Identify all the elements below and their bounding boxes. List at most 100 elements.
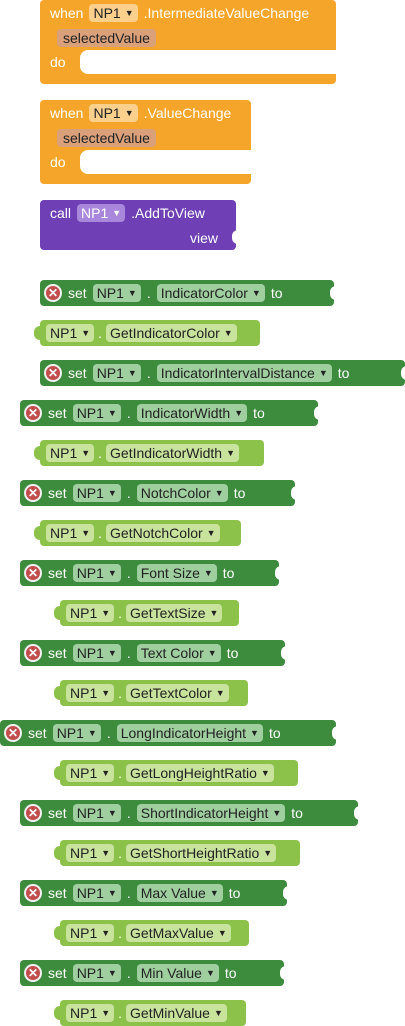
component-dropdown[interactable]: NP1▼: [46, 324, 95, 342]
component-dropdown[interactable]: NP1▼: [92, 284, 141, 302]
remove-icon[interactable]: ✕: [24, 484, 42, 502]
method-dropdown[interactable]: GetTextColor▼: [126, 684, 229, 702]
component-dropdown[interactable]: NP1▼: [72, 884, 121, 902]
property-dropdown[interactable]: IndicatorIntervalDistance▼: [156, 364, 332, 382]
property-dropdown[interactable]: IndicatorColor▼: [156, 284, 265, 302]
setter-max-value[interactable]: ✕ set NP1▼ . Max Value▼ to: [20, 880, 289, 906]
value-socket[interactable]: [280, 966, 286, 980]
property-dropdown[interactable]: Min Value▼: [136, 964, 219, 982]
setter-long-indicator-height[interactable]: ✕ set NP1▼ . LongIndicatorHeight▼ to: [0, 720, 338, 746]
component-dropdown[interactable]: NP1▼: [72, 404, 121, 422]
remove-icon[interactable]: ✕: [24, 644, 42, 662]
value-socket[interactable]: [275, 566, 281, 580]
method-block-add-to-view[interactable]: call NP1▼ .AddToView view: [40, 200, 238, 250]
getter-min-value[interactable]: NP1▼ . GetMinValue▼: [54, 1000, 246, 1026]
dot-separator: .: [126, 965, 131, 981]
chevron-down-icon: ▼: [215, 688, 225, 698]
setter-text-color[interactable]: ✕ set NP1▼ . Text Color▼ to: [20, 640, 287, 666]
property-dropdown[interactable]: NotchColor▼: [136, 484, 228, 502]
param-selected-value[interactable]: selectedValue: [57, 129, 156, 147]
remove-icon[interactable]: ✕: [4, 724, 22, 742]
value-socket[interactable]: [314, 406, 320, 420]
param-selected-value[interactable]: selectedValue: [57, 29, 156, 47]
chevron-down-icon: ▼: [209, 608, 219, 618]
chevron-down-icon: ▼: [112, 208, 122, 218]
method-dropdown[interactable]: GetTextSize▼: [126, 604, 223, 622]
setter-indicator-color[interactable]: ✕ set NP1▼ . IndicatorColor▼ to: [40, 280, 336, 306]
method-dropdown[interactable]: GetIndicatorColor▼: [106, 324, 237, 342]
dot-separator: .: [118, 1005, 123, 1021]
getter-indicator-width[interactable]: NP1▼ . GetIndicatorWidth▼: [34, 440, 264, 466]
method-dropdown[interactable]: GetShortHeightRatio▼: [126, 844, 277, 862]
setter-indicator-width[interactable]: ✕ set NP1▼ . IndicatorWidth▼ to: [20, 400, 320, 426]
property-dropdown[interactable]: Font Size▼: [136, 564, 217, 582]
component-dropdown[interactable]: NP1▼: [92, 364, 141, 382]
value-socket[interactable]: [401, 366, 405, 380]
do-keyword: do: [50, 54, 66, 70]
component-dropdown[interactable]: NP1▼: [66, 1004, 115, 1022]
component-dropdown[interactable]: NP1▼: [46, 444, 95, 462]
component-dropdown[interactable]: NP1▼: [72, 644, 121, 662]
getter-indicator-color[interactable]: NP1▼ . GetIndicatorColor▼: [34, 320, 260, 346]
remove-icon[interactable]: ✕: [24, 884, 42, 902]
component-dropdown[interactable]: NP1▼: [77, 204, 126, 222]
remove-icon[interactable]: ✕: [24, 404, 42, 422]
value-socket[interactable]: [354, 806, 360, 820]
property-dropdown[interactable]: ShortIndicatorHeight▼: [136, 804, 286, 822]
to-keyword: to: [222, 565, 235, 581]
getter-short-height-ratio[interactable]: NP1▼ . GetShortHeightRatio▼: [54, 840, 300, 866]
remove-icon[interactable]: ✕: [44, 284, 62, 302]
setter-indicator-interval-distance[interactable]: ✕ set NP1▼ . IndicatorIntervalDistance▼ …: [40, 360, 405, 386]
component-dropdown[interactable]: NP1▼: [72, 564, 121, 582]
method-dropdown[interactable]: GetIndicatorWidth▼: [106, 444, 240, 462]
property-dropdown[interactable]: LongIndicatorHeight▼: [116, 724, 263, 742]
method-dropdown[interactable]: GetNotchColor▼: [106, 524, 220, 542]
component-dropdown[interactable]: NP1▼: [72, 484, 121, 502]
arg-socket[interactable]: [232, 230, 238, 244]
getter-notch-color[interactable]: NP1▼ . GetNotchColor▼: [34, 520, 241, 546]
dot-separator: .: [98, 525, 103, 541]
method-dropdown[interactable]: GetMinValue▼: [126, 1004, 227, 1022]
remove-icon[interactable]: ✕: [24, 964, 42, 982]
setter-font-size[interactable]: ✕ set NP1▼ . Font Size▼ to: [20, 560, 281, 586]
remove-icon[interactable]: ✕: [44, 364, 62, 382]
getter-text-size[interactable]: NP1▼ . GetTextSize▼: [54, 600, 239, 626]
component-dropdown[interactable]: NP1▼: [46, 524, 95, 542]
property-dropdown[interactable]: IndicatorWidth▼: [136, 404, 248, 422]
component-dropdown[interactable]: NP1▼: [72, 964, 121, 982]
component-dropdown[interactable]: NP1▼: [89, 4, 138, 22]
component-dropdown[interactable]: NP1▼: [89, 104, 138, 122]
setter-short-indicator-height[interactable]: ✕ set NP1▼ . ShortIndicatorHeight▼ to: [20, 800, 360, 826]
getter-long-height-ratio[interactable]: NP1▼ . GetLongHeightRatio▼: [54, 760, 298, 786]
setter-notch-color[interactable]: ✕ set NP1▼ . NotchColor▼ to: [20, 480, 297, 506]
method-dropdown[interactable]: GetMaxValue▼: [126, 924, 231, 942]
value-socket[interactable]: [330, 286, 336, 300]
dot-separator: .: [126, 405, 131, 421]
component-dropdown[interactable]: NP1▼: [66, 684, 115, 702]
value-socket[interactable]: [291, 486, 297, 500]
event-block-value-change[interactable]: when NP1▼ .ValueChange selectedValue do: [40, 100, 251, 184]
method-dropdown[interactable]: GetLongHeightRatio▼: [126, 764, 274, 782]
component-dropdown[interactable]: NP1▼: [66, 604, 115, 622]
value-socket[interactable]: [281, 646, 287, 660]
do-statement-slot[interactable]: [80, 150, 251, 174]
remove-icon[interactable]: ✕: [24, 564, 42, 582]
event-block-intermediate-value-change[interactable]: when NP1▼ .IntermediateValueChange selec…: [40, 0, 336, 84]
component-dropdown[interactable]: NP1▼: [66, 924, 115, 942]
getter-max-value[interactable]: NP1▼ . GetMaxValue▼: [54, 920, 249, 946]
component-dropdown[interactable]: NP1▼: [72, 804, 121, 822]
value-socket[interactable]: [332, 726, 338, 740]
component-dropdown[interactable]: NP1▼: [52, 724, 101, 742]
set-keyword: set: [48, 565, 67, 581]
getter-text-color[interactable]: NP1▼ . GetTextColor▼: [54, 680, 248, 706]
setter-min-value[interactable]: ✕ set NP1▼ . Min Value▼ to: [20, 960, 286, 986]
value-socket[interactable]: [283, 886, 289, 900]
chevron-down-icon: ▼: [81, 328, 91, 338]
property-dropdown[interactable]: Max Value▼: [136, 884, 223, 902]
chevron-down-icon: ▼: [226, 448, 236, 458]
do-statement-slot[interactable]: [80, 50, 336, 74]
remove-icon[interactable]: ✕: [24, 804, 42, 822]
component-dropdown[interactable]: NP1▼: [66, 764, 115, 782]
property-dropdown[interactable]: Text Color▼: [136, 644, 221, 662]
component-dropdown[interactable]: NP1▼: [66, 844, 115, 862]
